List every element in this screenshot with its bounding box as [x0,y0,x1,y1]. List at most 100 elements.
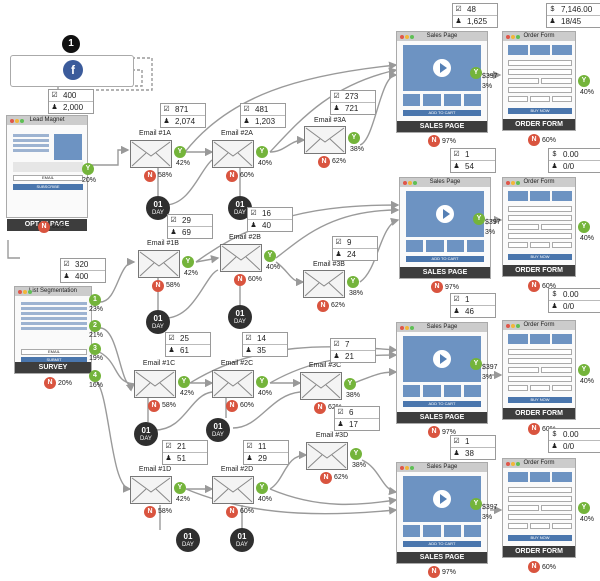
email-envelope-icon[interactable] [212,476,254,504]
price-value: $397 [482,504,498,511]
ebook-cover-image [54,134,82,160]
people-value: 2,074 [175,117,196,126]
person-icon: ♟ [165,455,172,462]
email-envelope-icon[interactable] [130,476,172,504]
no-badge: N [320,472,332,484]
revenue-value: 0.00 [563,150,579,159]
email-stats: ☑25♟61 [165,332,211,357]
survey-option-4-pct: 16% [89,382,104,389]
sales-page-title: Sales Page [426,324,458,330]
people-value: 21 [345,352,354,361]
people-value: 17 [349,420,358,429]
survey-card[interactable]: List Segmentation EMAIL SUBMIT SURVEY [14,286,92,374]
email-field[interactable]: EMAIL [21,349,87,355]
no-percentage: 60% [240,508,255,515]
sales-page-title: Sales Page [426,464,458,470]
no-percentage: 97% [442,569,457,576]
people-value: 54 [465,162,474,171]
views-value: 9 [347,238,352,247]
add-to-cart-button[interactable]: ADD TO CART [403,110,481,116]
person-icon: ♟ [170,229,177,236]
checkbox-icon: ☑ [333,93,340,100]
yes-badge: Y [256,146,268,158]
email-envelope-icon[interactable] [303,270,345,298]
views-value: 871 [175,105,189,114]
email-envelope-icon[interactable] [220,244,262,272]
email-label: Email #1D [138,466,172,473]
buy-now-button[interactable]: BUY NOW [508,254,572,260]
no-percentage: 97% [442,138,457,145]
video-thumbnail [403,45,481,91]
timer-unit: DAY [182,542,194,548]
email-label: Email #1C [142,360,176,367]
survey-title: List Segmentation [28,288,78,294]
no-badge: N [318,156,330,168]
traffic-source-box[interactable]: f [10,55,134,87]
subscribe-button[interactable]: SUBSCRIBE [13,184,83,190]
checkbox-icon: ☑ [246,443,253,450]
email-field[interactable]: EMAIL [13,175,83,181]
email-stats: ☑481♟1,203 [240,103,286,128]
people-value: 40 [262,221,271,230]
yes-badge: Y [470,67,482,79]
yes-percentage: 3% [485,229,496,236]
email-stats: ☑9♟24 [332,236,378,261]
sales-page-stats: ☑1♟54 [450,148,496,173]
no-badge: N [528,561,540,573]
add-to-cart-button[interactable]: ADD TO CART [403,401,481,407]
yes-percentage: 40% [580,516,595,523]
views-value: 21 [177,442,186,451]
no-percentage: 62% [332,158,347,165]
submit-button[interactable]: SUBMIT [21,357,87,363]
yes-badge: Y [578,502,590,514]
sales-page-footer: SALES PAGE [397,552,487,563]
email-envelope-icon[interactable] [134,370,176,398]
views-value: 400 [63,91,77,100]
timer-number: 01 [235,200,245,209]
add-to-cart-button[interactable]: ADD TO CART [403,541,481,547]
sales-page-title: Sales Page [426,33,458,39]
dollar-icon: $ [552,291,557,298]
envelope-icon [301,373,341,399]
person-icon: ♟ [333,353,340,360]
email-envelope-icon[interactable] [300,372,342,400]
timer-unit: DAY [212,432,224,438]
email-label: Email #2B [229,234,261,241]
yes-percentage: 40% [258,390,273,397]
buy-now-button[interactable]: BUY NOW [508,535,572,541]
yes-percentage: 38% [346,392,361,399]
email-label: Email #1A [139,130,171,137]
checkbox-icon: ☑ [455,6,462,13]
email-envelope-icon[interactable] [212,370,254,398]
checkbox-icon: ☑ [453,296,460,303]
email-envelope-icon[interactable] [130,140,172,168]
person-icon: ♟ [63,273,70,280]
yes-badge: Y [470,358,482,370]
email-envelope-icon[interactable] [306,442,348,470]
email-envelope-icon[interactable] [138,250,180,278]
views-value: 25 [180,334,189,343]
email-envelope-icon[interactable] [212,140,254,168]
no-percentage: 20% [58,380,73,387]
buy-now-button[interactable]: BUY NOW [508,397,572,403]
envelope-icon [304,271,344,297]
buy-now-button[interactable]: BUY NOW [508,108,572,114]
no-badge: N [317,300,329,312]
lead-magnet-card[interactable]: Lead Magnet EMAIL SUBSCRIBE OPT-IN PAGE [6,115,88,231]
card-logos [508,191,572,201]
add-to-cart-button[interactable]: ADD TO CART [406,256,484,262]
email-envelope-icon[interactable] [304,126,346,154]
email-stats: ☑273♟721 [330,90,376,115]
person-icon: ♟ [243,118,250,125]
